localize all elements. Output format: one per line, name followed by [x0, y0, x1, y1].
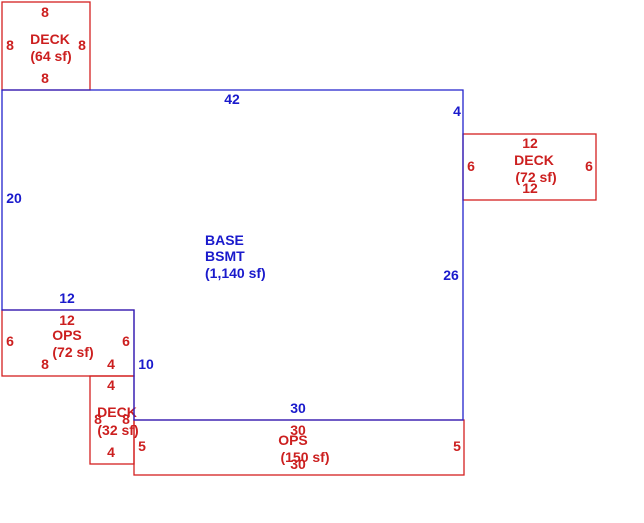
deck-right-dim-right: 6	[585, 158, 593, 174]
deck-top-left-dim-left: 8	[6, 37, 14, 53]
deck-bottom-left-area: (32 sf)	[97, 422, 138, 438]
ops-bottom-area: (150 sf)	[280, 449, 329, 465]
deck-right: 12 DECK (72 sf) 6 6 12	[462, 133, 597, 201]
base-dim-top: 42	[224, 91, 240, 107]
ops-left-dim-left: 6	[6, 333, 14, 349]
base-dim-notch-top: 12	[59, 290, 75, 306]
deck-right-area: (72 sf)	[515, 169, 556, 185]
deck-right-dim-bottom: 12	[522, 180, 538, 196]
base-dim-right: 26	[443, 267, 459, 283]
ops-left-label: OPS	[52, 327, 82, 343]
ops-bottom-dim-left: 5	[138, 438, 146, 454]
ops-left-dim-top: 12	[59, 312, 75, 328]
deck-top-left-dim-top: 8	[41, 4, 49, 20]
deck-bottom-left-dim-bottom: 4	[107, 444, 115, 460]
base-dim-notch-side: 10	[138, 356, 154, 372]
deck-bottom-left-dim-left: 8	[94, 411, 102, 427]
deck-bottom-left-dim-right: 8	[122, 411, 130, 427]
deck-right-dim-left: 6	[467, 158, 475, 174]
base-dim-bottom: 30	[290, 400, 306, 416]
ops-left: 12 OPS (72 sf) 6 6 8 4	[1, 309, 135, 377]
ops-bottom-dim-right: 5	[453, 438, 461, 454]
deck-top-left-area: (64 sf)	[30, 48, 71, 64]
deck-bottom-left-dim-top: 4	[107, 377, 115, 393]
ops-left-dim-bottom-right: 4	[107, 356, 115, 372]
base-basement: 42 4 20 BASE BSMT (1,140 sf) 26 12 10 30	[1, 89, 464, 421]
base-dim-left: 20	[6, 190, 22, 206]
deck-bottom-left-label: DECK	[97, 404, 137, 420]
ops-bottom-label: OPS	[278, 432, 308, 448]
ops-left-area: (72 sf)	[52, 344, 93, 360]
base-basement-outline	[1, 89, 464, 421]
deck-top-left-label: DECK	[30, 31, 70, 47]
ops-bottom-dim-top: 30	[290, 422, 306, 438]
ops-bottom-dim-bottom: 30	[290, 456, 306, 472]
deck-top-left: 8 8 8 DECK (64 sf) 8	[1, 1, 91, 91]
deck-right-label: DECK	[514, 152, 554, 168]
deck-right-dim-top: 12	[522, 135, 538, 151]
base-label-line1: BASE	[205, 232, 244, 248]
base-dim-right-top: 4	[453, 103, 461, 119]
base-area: (1,140 sf)	[205, 265, 266, 281]
ops-bottom: 30 OPS 5 5 (150 sf) 30	[133, 419, 465, 476]
deck-bottom-left: 4 DECK 8 8 (32 sf) 4	[89, 375, 139, 465]
ops-left-dim-right: 6	[122, 333, 130, 349]
base-label-line2: BSMT	[205, 248, 245, 264]
deck-top-left-dim-right: 8	[78, 37, 86, 53]
deck-top-left-dim-bottom: 8	[41, 70, 49, 86]
ops-left-dim-bottom-left: 8	[41, 356, 49, 372]
